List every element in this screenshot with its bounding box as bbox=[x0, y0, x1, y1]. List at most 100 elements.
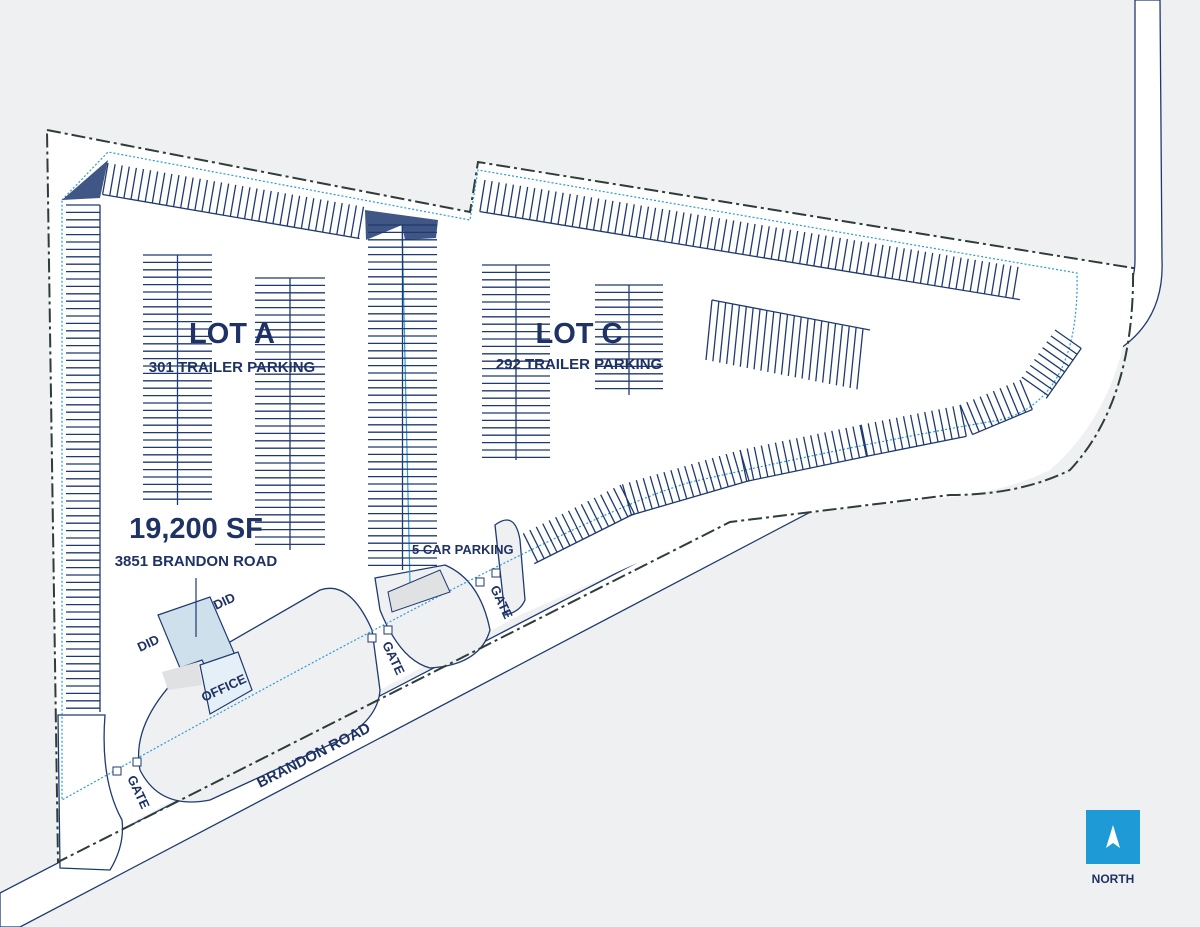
parking-stall bbox=[343, 204, 350, 236]
parking-stall bbox=[888, 418, 897, 451]
parking-stall bbox=[543, 190, 550, 223]
parking-stall bbox=[500, 183, 507, 216]
parking-stall bbox=[116, 165, 123, 198]
parking-stall bbox=[877, 244, 884, 277]
loading-pad bbox=[162, 662, 202, 690]
parking-stall bbox=[109, 164, 116, 196]
parking-stall bbox=[979, 396, 994, 427]
parking-stall bbox=[798, 232, 806, 264]
parking-stall bbox=[1025, 370, 1053, 391]
parking-stall bbox=[286, 194, 294, 227]
parking-stall bbox=[983, 262, 991, 294]
parking-stall bbox=[123, 166, 130, 199]
parking-stall bbox=[671, 211, 678, 243]
parking-stall bbox=[874, 421, 883, 454]
parking-stall bbox=[815, 321, 823, 382]
parking-stall bbox=[628, 482, 639, 514]
stall-row-spine bbox=[972, 408, 1033, 436]
parking-stall bbox=[945, 407, 953, 440]
parking-stall bbox=[756, 225, 763, 257]
parking-stall bbox=[1005, 265, 1012, 298]
parking-stall bbox=[600, 494, 616, 524]
parking-stall bbox=[774, 442, 783, 475]
parking-stall bbox=[1012, 266, 1019, 299]
parking-stall bbox=[917, 413, 925, 445]
parking-stall bbox=[656, 474, 667, 506]
parking-stall bbox=[705, 299, 713, 361]
parking-stall bbox=[969, 259, 976, 292]
parking-stall bbox=[704, 459, 716, 491]
parking-stall bbox=[272, 192, 279, 224]
parking-stall bbox=[635, 480, 646, 512]
parking-stall bbox=[852, 426, 861, 458]
parking-stall bbox=[806, 233, 813, 265]
parking-stall bbox=[1050, 335, 1078, 355]
parking-stall bbox=[891, 247, 898, 279]
parking-stall bbox=[972, 399, 987, 430]
parking-stall bbox=[848, 240, 856, 272]
parking-stall bbox=[222, 183, 230, 216]
parking-stall bbox=[649, 476, 660, 508]
office-building bbox=[199, 651, 253, 715]
parking-stall bbox=[763, 226, 770, 259]
parking-stall bbox=[801, 318, 809, 379]
parking-stall bbox=[585, 197, 593, 230]
parking-stall bbox=[555, 516, 571, 547]
parking-stall bbox=[767, 311, 775, 373]
parking-stall bbox=[835, 325, 843, 386]
parking-stall bbox=[791, 230, 799, 263]
parking-stall bbox=[201, 179, 208, 212]
parking-stall bbox=[739, 306, 747, 367]
parking-stall bbox=[567, 510, 584, 540]
building-address: 3851 BRANDON ROAD bbox=[115, 553, 278, 570]
parking-stall bbox=[614, 201, 621, 234]
parking-stall bbox=[279, 193, 287, 226]
parking-stall bbox=[493, 182, 500, 215]
parking-stall bbox=[735, 221, 742, 254]
parking-stall bbox=[592, 198, 600, 231]
parking-stall bbox=[725, 303, 734, 365]
parking-stall bbox=[870, 243, 877, 276]
stall-row-spine bbox=[1045, 347, 1082, 399]
parking-stall bbox=[684, 465, 695, 498]
parking-stall bbox=[578, 196, 586, 228]
parking-stall bbox=[802, 436, 811, 469]
parking-stall bbox=[834, 237, 841, 270]
parking-stall bbox=[919, 251, 927, 284]
parking-stall bbox=[194, 178, 201, 211]
parking-stall bbox=[749, 223, 756, 256]
parking-stall bbox=[670, 469, 681, 502]
front-drive-loop bbox=[137, 587, 381, 803]
east-drive bbox=[494, 519, 526, 616]
building-area: 19,200 SF bbox=[129, 513, 263, 545]
north-arrow-icon bbox=[1106, 825, 1120, 848]
parking-stall bbox=[824, 432, 832, 464]
parking-stall bbox=[521, 186, 529, 219]
parking-stall bbox=[151, 171, 159, 204]
parking-stall bbox=[612, 487, 629, 518]
parking-stall bbox=[777, 228, 785, 261]
parking-stall bbox=[507, 184, 515, 217]
parking-stall bbox=[536, 189, 543, 221]
parking-stall bbox=[130, 167, 138, 200]
parking-stall bbox=[712, 301, 720, 362]
parking-stall bbox=[780, 314, 789, 375]
hatched-corner-nw bbox=[62, 160, 108, 200]
parking-stall bbox=[479, 179, 486, 212]
parking-stall bbox=[265, 190, 272, 223]
parking-stall bbox=[1029, 364, 1057, 385]
parking-stall bbox=[966, 401, 980, 432]
parking-stall bbox=[1054, 329, 1082, 349]
parking-stall bbox=[535, 526, 552, 556]
parking-stall bbox=[992, 390, 1007, 421]
parking-stall bbox=[732, 305, 741, 366]
parking-stall bbox=[817, 433, 825, 466]
parking-stall bbox=[580, 504, 597, 534]
parking-stall bbox=[952, 406, 960, 438]
parking-stall bbox=[794, 317, 802, 378]
parking-stall bbox=[860, 424, 869, 457]
parking-stall bbox=[593, 497, 610, 527]
parking-stall bbox=[884, 245, 891, 278]
parking-stall bbox=[784, 229, 792, 262]
parking-stall bbox=[788, 439, 797, 472]
